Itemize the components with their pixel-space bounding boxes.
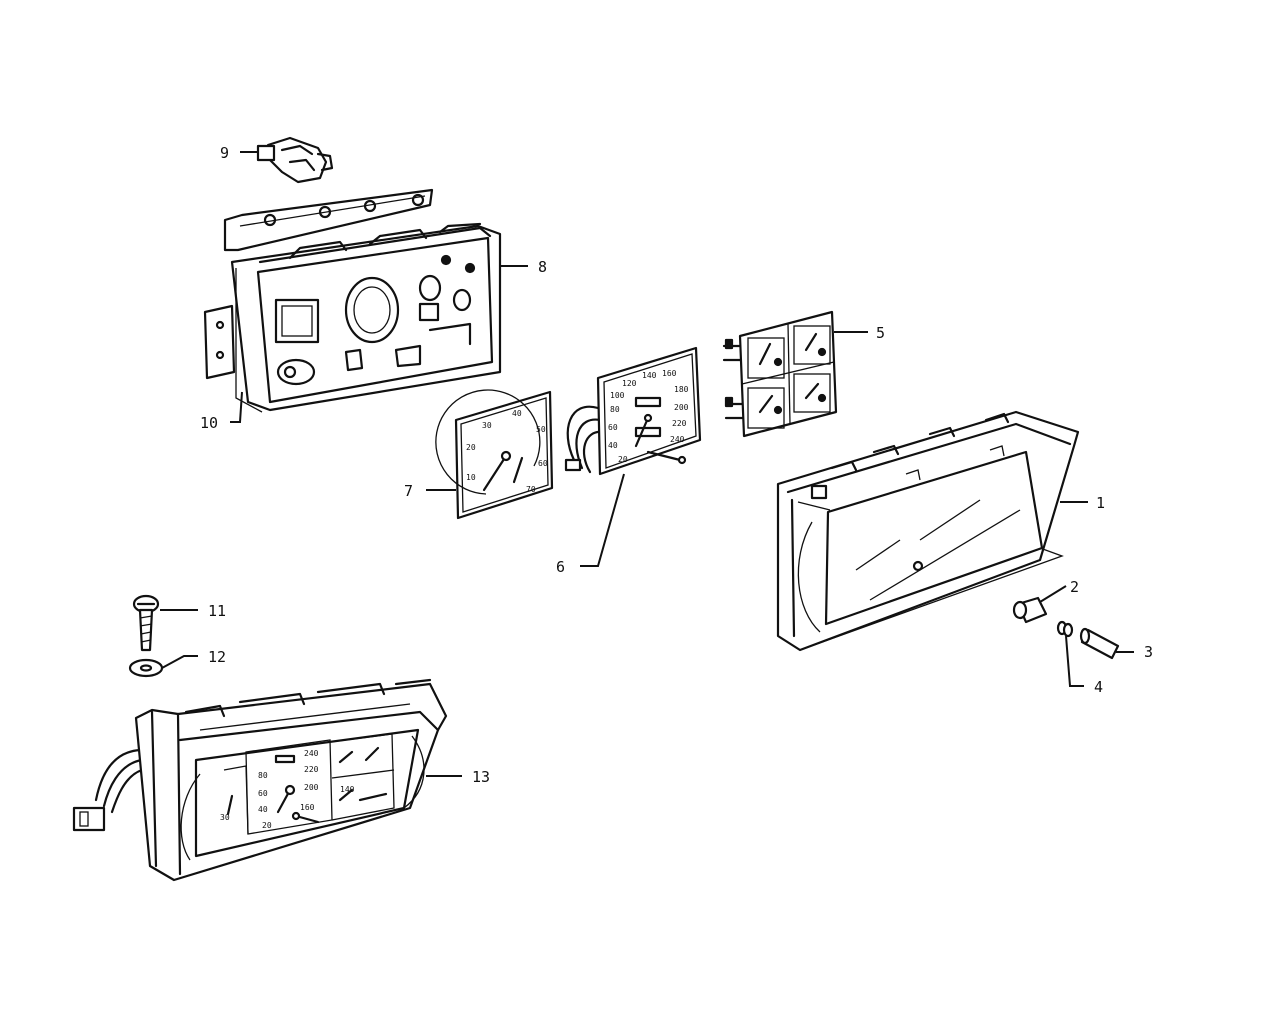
part-6-speedometer: 20 40 60 80 100 120 140 160 180 200 220 … bbox=[564, 346, 702, 476]
tach-dial-numbers: 10 20 30 40 50 60 70 bbox=[466, 409, 548, 494]
cluster-label-40: 40 bbox=[258, 805, 268, 814]
speedo-label-220: 220 bbox=[672, 419, 687, 428]
cluster-label-200: 200 bbox=[304, 783, 319, 792]
tach-label-50: 50 bbox=[536, 425, 546, 434]
speedo-dial-numbers: 20 40 60 80 100 120 140 160 180 200 220 … bbox=[608, 369, 689, 464]
callout-1: 1 bbox=[1096, 494, 1105, 512]
leader-2 bbox=[1039, 585, 1067, 603]
part-2-bulb-holder bbox=[1012, 596, 1048, 624]
cluster-label-140: 140 bbox=[340, 785, 355, 794]
cluster-label-240: 240 bbox=[304, 749, 319, 758]
speedo-label-240: 240 bbox=[670, 435, 685, 444]
cluster-label-20: 20 bbox=[262, 821, 272, 830]
leader-6 bbox=[580, 473, 625, 567]
leader-lines bbox=[160, 151, 1134, 777]
part-11-screw bbox=[132, 594, 160, 652]
callout-13: 13 bbox=[472, 768, 490, 786]
callout-9: 9 bbox=[220, 144, 229, 162]
speedo-label-60: 60 bbox=[608, 423, 618, 432]
callout-11: 11 bbox=[208, 602, 226, 620]
part-7-tachometer: 10 20 30 40 50 60 70 bbox=[435, 389, 554, 520]
part-1-housing-lens bbox=[776, 410, 1080, 652]
callout-2: 2 bbox=[1070, 578, 1079, 596]
leader-12 bbox=[161, 655, 198, 669]
callout-10: 10 bbox=[200, 414, 218, 432]
leader-4 bbox=[1065, 635, 1084, 687]
part-9-connector bbox=[256, 136, 334, 184]
speedo-label-100: 100 bbox=[610, 391, 625, 400]
cluster-label-80: 80 bbox=[258, 771, 268, 780]
part-3-bulb-tube bbox=[1079, 627, 1120, 660]
speedo-label-40: 40 bbox=[608, 441, 618, 450]
callout-8: 8 bbox=[538, 258, 547, 276]
part-13-instrument-cluster: 80 60 40 20 240 220 200 160 140 30 bbox=[72, 678, 448, 882]
tach-label-30: 30 bbox=[482, 421, 492, 430]
callout-5: 5 bbox=[876, 324, 885, 342]
part-4-small-bulb bbox=[1056, 620, 1074, 638]
tach-label-20: 20 bbox=[466, 443, 476, 452]
callout-4: 4 bbox=[1094, 678, 1103, 696]
tach-label-60: 60 bbox=[538, 459, 548, 468]
callout-6: 6 bbox=[556, 558, 565, 576]
cluster-label-30: 30 bbox=[220, 813, 230, 822]
speedo-label-80: 80 bbox=[610, 405, 620, 414]
tach-label-70: 70 bbox=[526, 485, 536, 494]
part-12-washer bbox=[128, 658, 164, 678]
cluster-label-220: 220 bbox=[304, 765, 319, 774]
speedo-label-200: 200 bbox=[674, 403, 689, 412]
leader-10 bbox=[230, 391, 243, 423]
speedo-label-160: 160 bbox=[662, 369, 677, 378]
callout-7: 7 bbox=[404, 482, 413, 500]
tach-label-40: 40 bbox=[512, 409, 522, 418]
speedo-label-120: 120 bbox=[622, 379, 637, 388]
part-5-gauge-panel bbox=[722, 310, 838, 438]
callout-3: 3 bbox=[1144, 643, 1153, 661]
part-8-rear-housing bbox=[203, 188, 502, 413]
speedo-label-180: 180 bbox=[674, 385, 689, 394]
callout-12: 12 bbox=[208, 648, 226, 666]
cluster-label-60: 60 bbox=[258, 789, 268, 798]
speedo-label-140: 140 bbox=[642, 371, 657, 380]
cluster-dial-numbers: 80 60 40 20 240 220 200 160 140 30 bbox=[220, 749, 355, 830]
callout-labels: 1 2 3 4 5 6 7 8 9 10 11 12 13 bbox=[200, 144, 1153, 786]
cluster-label-160: 160 bbox=[300, 803, 315, 812]
tach-label-10: 10 bbox=[466, 473, 476, 482]
speedo-label-20: 20 bbox=[618, 455, 628, 464]
